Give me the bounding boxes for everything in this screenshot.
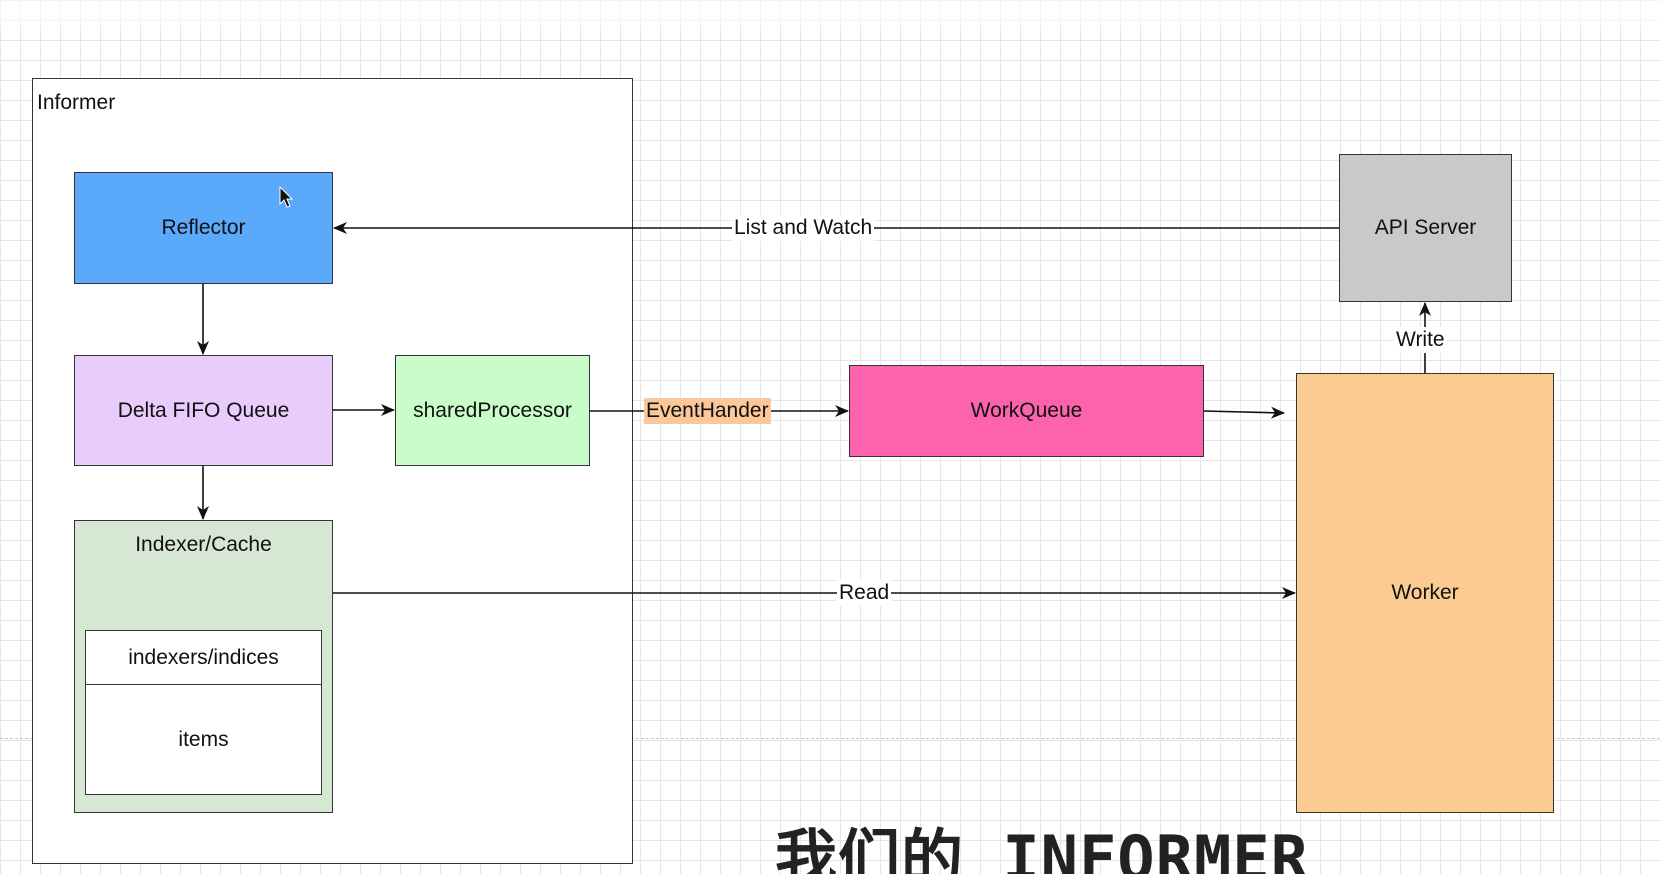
- indexers-indices-label: indexers/indices: [128, 646, 279, 669]
- worker-label: Worker: [1391, 581, 1459, 604]
- workqueue-label: WorkQueue: [970, 399, 1083, 422]
- reflector-label: Reflector: [161, 216, 246, 239]
- delta-fifo-queue-label: Delta FIFO Queue: [117, 398, 290, 422]
- api-server-node[interactable]: API Server: [1339, 154, 1512, 302]
- page-break-line: [0, 738, 1660, 739]
- worker-node[interactable]: Worker: [1296, 373, 1554, 813]
- api-server-label: API Server: [1374, 216, 1477, 239]
- shared-processor-label: sharedProcessor: [413, 398, 572, 422]
- workqueue-node[interactable]: WorkQueue: [849, 365, 1204, 457]
- top-fade: [0, 0, 1660, 26]
- mouse-pointer-icon: [279, 186, 294, 208]
- write-label: Write: [1394, 327, 1447, 353]
- event-handler-label: EventHander: [644, 398, 771, 424]
- subtitle-caption: 我们的 INFORMER: [775, 822, 1309, 874]
- indexers-indices-node[interactable]: indexers/indices: [85, 630, 322, 686]
- list-and-watch-label: List and Watch: [732, 215, 875, 241]
- shared-processor-node[interactable]: sharedProcessor: [395, 355, 590, 466]
- items-node[interactable]: items: [85, 684, 322, 795]
- reflector-node[interactable]: Reflector: [74, 172, 333, 284]
- edge-workqueue-to-worker: [1203, 406, 1285, 419]
- indexer-cache-label: Indexer/Cache: [135, 533, 272, 556]
- items-label: items: [178, 727, 229, 751]
- delta-fifo-queue-node[interactable]: Delta FIFO Queue: [74, 355, 333, 466]
- read-label: Read: [837, 580, 892, 606]
- informer-label: Informer: [37, 91, 116, 114]
